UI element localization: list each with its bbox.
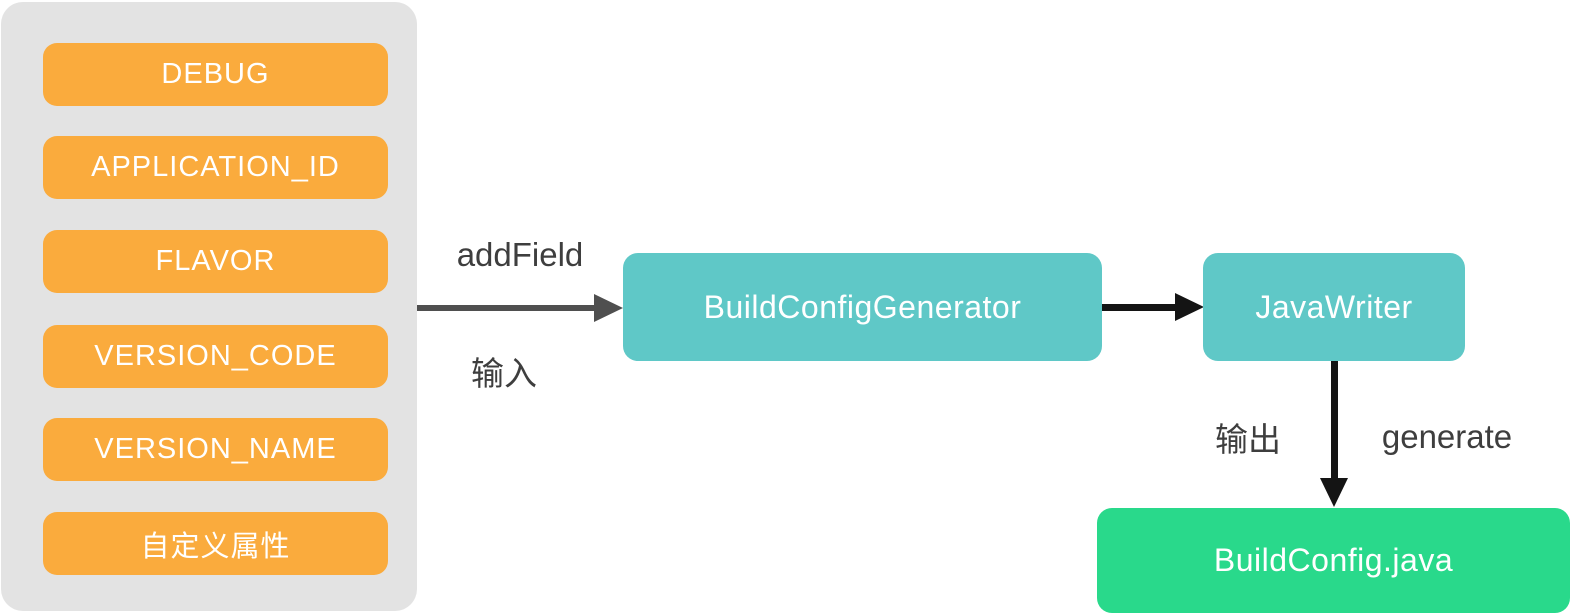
generator-to-writer-arrow-line: [1102, 304, 1177, 311]
node-java-writer: JavaWriter: [1203, 253, 1465, 361]
input-item-custom-attributes: 自定义属性: [43, 512, 388, 575]
input-item-version-name: VERSION_NAME: [43, 418, 388, 481]
edge-label-output-cn: 输出: [1215, 421, 1281, 458]
input-item-application-id: APPLICATION_ID: [43, 136, 388, 199]
writer-to-output-arrowhead-icon: [1320, 478, 1348, 507]
input-item-version-code: VERSION_CODE: [43, 325, 388, 388]
edge-label-addfield: addField: [456, 236, 584, 273]
input-arrow-line: [417, 305, 595, 311]
input-item-flavor: FLAVOR: [43, 230, 388, 293]
input-arrowhead-icon: [594, 294, 623, 322]
writer-to-output-arrow-line: [1331, 361, 1338, 479]
node-build-config-generator: BuildConfigGenerator: [623, 253, 1102, 361]
node-build-config-java: BuildConfig.java: [1097, 508, 1570, 613]
inputs-panel: DEBUG APPLICATION_ID FLAVOR VERSION_CODE…: [1, 2, 417, 611]
generator-to-writer-arrowhead-icon: [1175, 293, 1204, 321]
edge-label-generate: generate: [1381, 418, 1513, 455]
edge-label-input-cn: 输入: [471, 355, 537, 392]
input-item-debug: DEBUG: [43, 43, 388, 106]
